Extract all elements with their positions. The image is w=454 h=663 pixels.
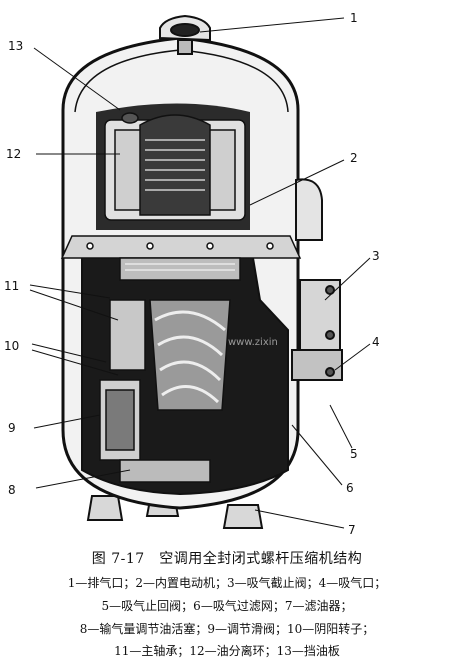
legend-line-4: 11—主轴承；12—油分离环；13—挡油板 [114,644,340,658]
callout-4: 4 [372,335,380,349]
built-in-motor [104,112,246,221]
slide-valve [99,379,211,483]
callout-13: 13 [8,39,23,53]
callout-2: 2 [350,151,358,165]
callout-11: 11 [4,279,19,293]
discharge-port [159,14,211,55]
legend-line-3: 8—输气量调节油活塞；9—调节滑阀；10—阴阳转子； [79,622,375,636]
bearing-flange [60,235,302,281]
callout-labels: 1 2 3 4 5 6 7 8 9 10 11 12 13 [4,11,380,537]
rotors [109,299,231,411]
callout-8: 8 [8,483,16,497]
callout-5: 5 [350,447,358,461]
figure-caption-title: 图 7-17 空调用全封闭式螺杆压缩机结构 [91,551,363,567]
compressor-cutaway-diagram: www.zixin 1 2 3 4 5 6 7 8 9 10 11 12 13 [4,11,380,537]
callout-3: 3 [372,249,380,263]
leader-lines [29,17,371,529]
callout-1: 1 [350,11,358,25]
callout-7: 7 [348,523,356,537]
callout-6: 6 [346,481,354,495]
suction-valve [291,178,343,381]
watermark: www.zixin [228,337,278,348]
legend-line-1: 1—排气口；2—内置电动机；3—吸气截止阀；4—吸气口； [67,576,387,590]
legend-line-2: 5—吸气止回阀；6—吸气过滤网；7—滤油器； [101,599,353,613]
callout-12: 12 [6,147,21,161]
callout-10: 10 [4,339,19,353]
callout-9: 9 [8,421,16,435]
